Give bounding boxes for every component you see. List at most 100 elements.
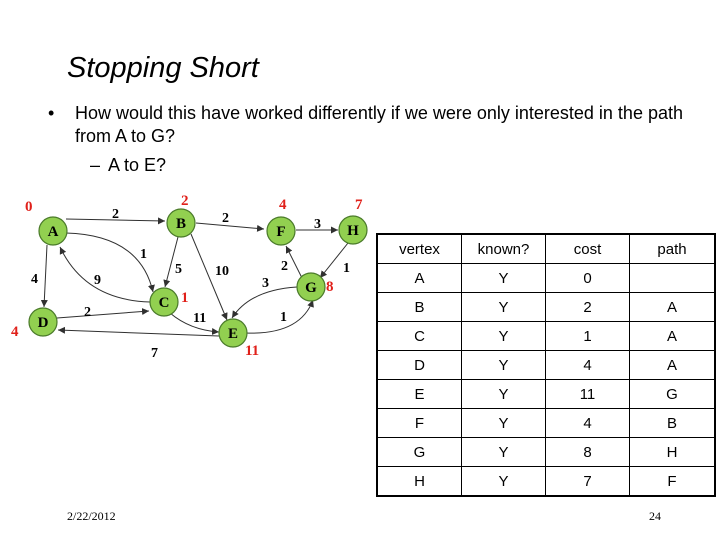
col-header-path: path — [629, 233, 716, 264]
cell-cost: 0 — [545, 263, 630, 293]
edge-weight-G-F: 2 — [281, 259, 288, 274]
sub-bullet-text: A to E? — [108, 155, 167, 175]
edge-G-F — [285, 245, 303, 279]
edge-A-C — [65, 232, 155, 293]
edge-G-E — [231, 286, 298, 319]
svg-text:B: B — [176, 216, 186, 232]
node-cost-B: 2 — [181, 193, 189, 209]
slide-title: Stopping Short — [67, 52, 259, 84]
cell-cost: 8 — [545, 437, 630, 467]
table-row: E Y 11 G — [376, 379, 716, 409]
node-cost-A: 0 — [25, 199, 33, 215]
cell-known: Y — [461, 379, 546, 409]
edge-weight-A-C: 1 — [140, 247, 147, 262]
svg-text:F: F — [276, 224, 285, 240]
table-row: B Y 2 A — [376, 292, 716, 322]
cell-path: H — [629, 437, 716, 467]
edge-weight-C-E: 11 — [193, 311, 206, 326]
edge-weight-D-C: 2 — [84, 305, 91, 320]
node-C: C — [149, 287, 179, 317]
edge-B-C — [163, 236, 179, 288]
edge-weight-F-H: 3 — [314, 217, 321, 232]
svg-text:H: H — [347, 223, 359, 239]
edge-weight-H-G: 1 — [343, 261, 350, 276]
col-header-known: known? — [461, 233, 546, 264]
col-header-cost: cost — [545, 233, 630, 264]
node-E: E — [218, 318, 248, 348]
edge-weight-C-A: 9 — [94, 273, 101, 288]
cell-known: Y — [461, 292, 546, 322]
cell-cost: 1 — [545, 321, 630, 351]
cell-vertex: B — [376, 292, 462, 322]
node-cost-F: 4 — [279, 197, 287, 213]
table-row: A Y 0 — [376, 263, 716, 293]
cell-vertex: E — [376, 379, 462, 409]
cell-cost: 7 — [545, 466, 630, 497]
page-number: 24 — [649, 509, 661, 523]
edge-C-A — [59, 246, 151, 303]
node-G: G — [296, 272, 326, 302]
graph-diagram: 2 1 4 9 2 5 10 3 1 2 3 1 11 2 7 A B F H … — [11, 193, 368, 361]
svg-text:D: D — [38, 315, 49, 331]
table-row: D Y 4 A — [376, 350, 716, 380]
vertex-table: vertex known? cost path A Y 0 B Y 2 A C … — [376, 233, 716, 497]
cell-known: Y — [461, 466, 546, 497]
cell-vertex: H — [376, 466, 462, 497]
edge-weight-G-E: 3 — [262, 276, 269, 291]
cell-cost: 11 — [545, 379, 630, 409]
node-B: B — [166, 208, 196, 238]
cell-path: A — [629, 292, 716, 322]
cell-known: Y — [461, 437, 546, 467]
node-A: A — [38, 216, 68, 246]
sub-bullet-symbol: – — [90, 155, 101, 175]
cell-vertex: A — [376, 263, 462, 293]
cell-vertex: F — [376, 408, 462, 438]
svg-text:G: G — [305, 280, 317, 296]
node-F: F — [266, 216, 296, 246]
cell-path: F — [629, 466, 716, 497]
cell-path: A — [629, 321, 716, 351]
edge-weight-B-F: 2 — [222, 211, 229, 226]
edge-weight-B-E: 10 — [215, 264, 229, 279]
bullet-text: How would this have worked differently i… — [75, 103, 683, 146]
edge-C-E — [169, 312, 220, 336]
node-cost-D: 4 — [11, 324, 19, 340]
col-header-vertex: vertex — [376, 233, 462, 264]
node-D: D — [28, 307, 58, 337]
cell-cost: 4 — [545, 350, 630, 380]
cell-vertex: C — [376, 321, 462, 351]
edge-weight-A-D: 4 — [31, 272, 38, 287]
edge-B-F — [195, 222, 265, 232]
node-cost-C: 1 — [181, 290, 189, 306]
edge-A-B — [65, 217, 166, 225]
cell-vertex: D — [376, 350, 462, 380]
node-H: H — [338, 215, 368, 245]
table-row: H Y 7 F — [376, 466, 716, 497]
edge-weight-A-B: 2 — [112, 207, 119, 222]
cell-path: A — [629, 350, 716, 380]
edge-weight-E-D: 7 — [151, 346, 158, 361]
table-row: G Y 8 H — [376, 437, 716, 467]
cell-vertex: G — [376, 437, 462, 467]
edge-B-E — [190, 233, 228, 321]
bullet-symbol: • — [48, 103, 55, 123]
cell-cost: 2 — [545, 292, 630, 322]
node-cost-E: 11 — [245, 343, 259, 359]
edge-weight-E-G: 1 — [280, 310, 287, 325]
svg-text:E: E — [228, 326, 238, 342]
edge-E-G — [245, 299, 314, 334]
cell-path — [629, 263, 716, 293]
svg-text:A: A — [48, 224, 59, 240]
cell-known: Y — [461, 408, 546, 438]
slide-date: 2/22/2012 — [67, 509, 116, 523]
node-cost-H: 7 — [355, 197, 363, 213]
cell-known: Y — [461, 350, 546, 380]
edge-A-D — [40, 244, 48, 308]
table-row: C Y 1 A — [376, 321, 716, 351]
table-row: F Y 4 B — [376, 408, 716, 438]
cell-cost: 4 — [545, 408, 630, 438]
edge-D-C — [56, 308, 150, 319]
cell-path: G — [629, 379, 716, 409]
edge-weight-B-C: 5 — [175, 262, 182, 277]
edge-E-D — [57, 326, 220, 337]
